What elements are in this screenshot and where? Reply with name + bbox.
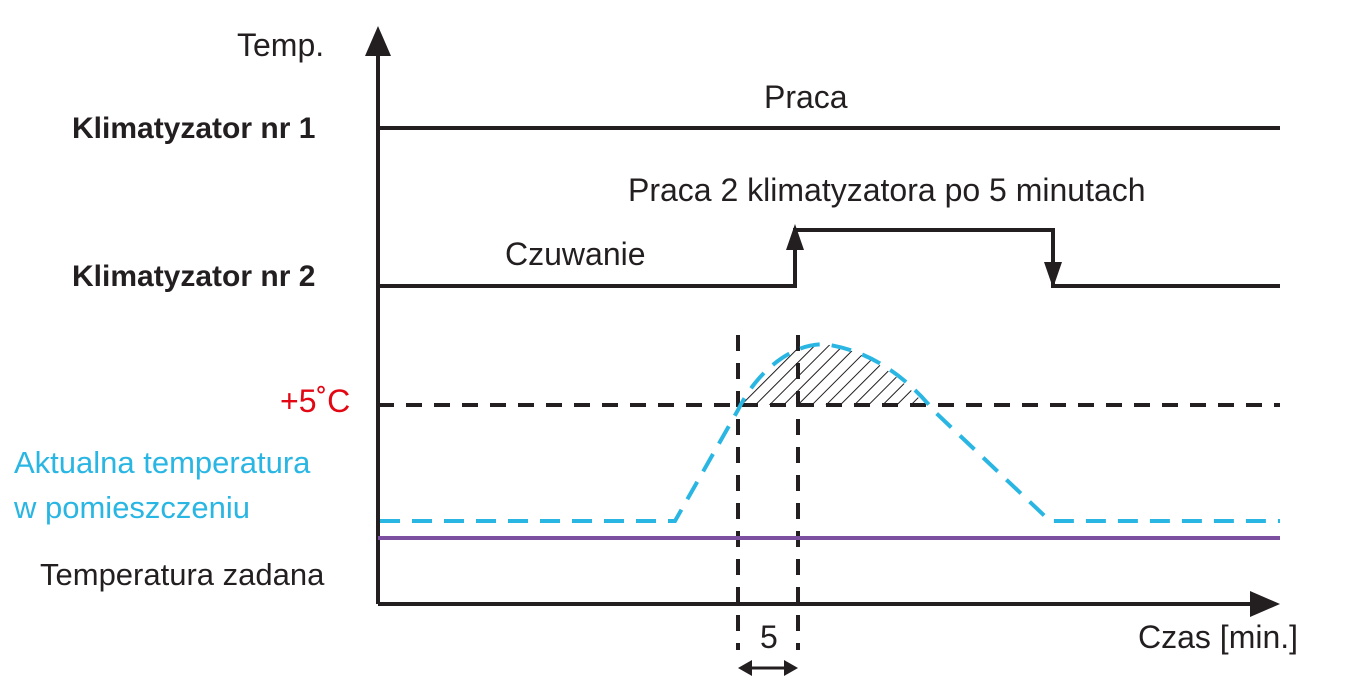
unit2-label: Klimatyzator nr 2 (72, 260, 315, 293)
x-axis-label: Czas [min.] (1138, 619, 1298, 655)
actual-temperature-label-line1: Aktualna temperatura (14, 445, 311, 480)
delay-arrow-left-head (738, 660, 752, 676)
threshold-label: +5˚C (280, 383, 350, 419)
unit2-up-arrowhead (786, 224, 804, 250)
x-axis-arrowhead (1250, 591, 1280, 617)
setpoint-label: Temperatura zadana (40, 557, 325, 592)
unit2-down-arrowhead (1044, 262, 1062, 288)
unit2-state-line (378, 228, 1280, 288)
unit1-state-label: Praca (764, 79, 848, 115)
overshoot-hatch (738, 344, 925, 405)
unit2-standby-label: Czuwanie (505, 236, 646, 272)
actual-temperature-label-line2: w pomieszczeniu (13, 490, 250, 525)
y-axis-label: Temp. (237, 27, 324, 63)
delay-arrow-right-head (784, 660, 798, 676)
y-axis-arrowhead (365, 26, 391, 56)
actual-temperature-curve (380, 342, 1280, 523)
unit2-run-label: Praca 2 klimatyzatora po 5 minutach (628, 172, 1146, 208)
delay-label: 5 (760, 619, 778, 655)
unit1-label: Klimatyzator nr 1 (72, 112, 315, 145)
